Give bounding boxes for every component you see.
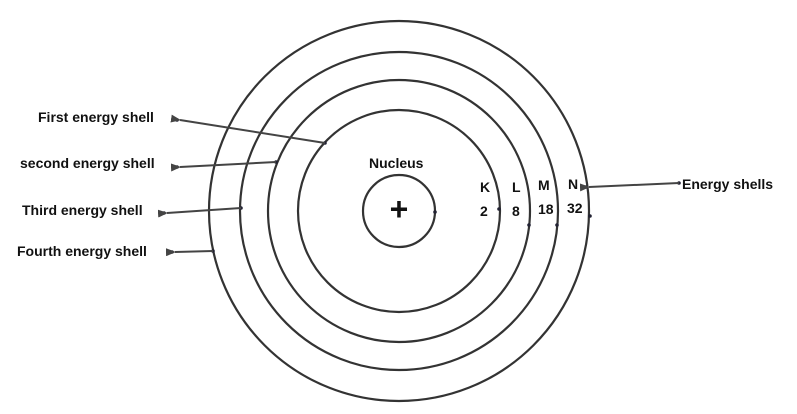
shell-k-name: K (480, 179, 490, 195)
shell-l-name: L (512, 179, 521, 195)
label-fourth-shell: Fourth energy shell (17, 243, 147, 259)
label-third-shell: Third energy shell (22, 202, 143, 218)
shell-k (296, 108, 502, 314)
shell-m-name: M (538, 177, 550, 193)
arrow-fourth-shell (165, 248, 214, 257)
shell-l-capacity: 8 (512, 203, 520, 219)
shell-n-capacity: 32 (567, 200, 583, 216)
arrow-energy-shells (579, 182, 680, 192)
shell-l (266, 78, 532, 344)
label-first-shell: First energy shell (38, 109, 154, 125)
shell-n-name: N (568, 176, 578, 192)
plus-sign: + (390, 191, 409, 227)
shell-k-capacity: 2 (480, 203, 488, 219)
label-energy-shells: Energy shells (682, 176, 773, 192)
arrow-second-shell (170, 161, 277, 172)
arrow-first-shell (170, 114, 326, 144)
shell-m-capacity: 18 (538, 201, 554, 217)
arrow-third-shell (157, 207, 242, 218)
nucleus-label: Nucleus (369, 155, 424, 171)
shell-m (238, 50, 560, 372)
label-second-shell: second energy shell (20, 155, 155, 171)
